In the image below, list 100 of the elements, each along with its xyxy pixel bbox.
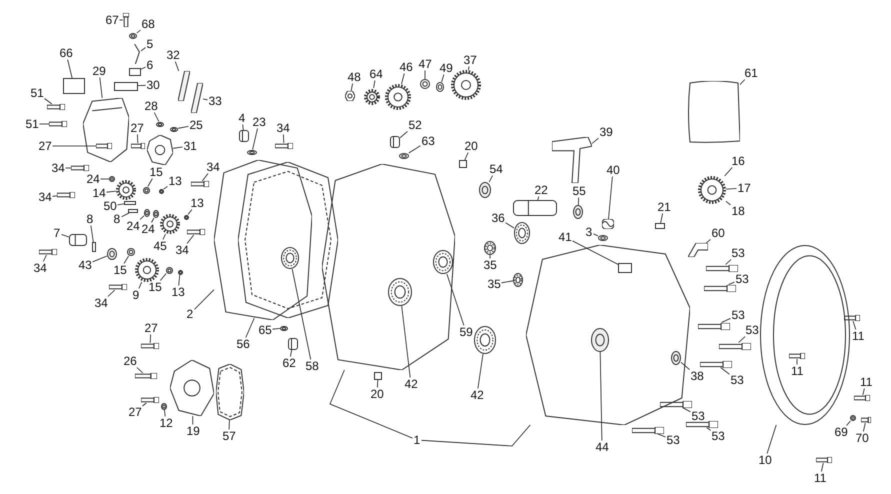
callout-number: 1 [412, 434, 422, 446]
pipe-drawing [133, 44, 141, 64]
gear-drawing [116, 180, 136, 200]
leader-line [373, 80, 376, 88]
seal-ring-drawing [107, 248, 117, 260]
lever-drawing [552, 137, 592, 183]
leader-line [468, 66, 470, 70]
bolt-drawing [71, 165, 89, 171]
callout-number: 69 [834, 426, 849, 438]
leader-line [600, 352, 602, 441]
callout-number: 56 [236, 338, 251, 350]
bearing-drawing [281, 247, 299, 269]
bearing-drawing [388, 278, 412, 306]
washer-drawing [144, 209, 150, 217]
leader-line [725, 259, 732, 265]
callout-number: 53 [666, 434, 681, 446]
bolt-drawing [191, 181, 209, 187]
leader-line [61, 234, 70, 238]
pump-drawing [170, 360, 214, 416]
leader-line [242, 124, 244, 130]
callout-number: 54 [488, 162, 504, 176]
leader-line [478, 354, 484, 389]
leader-line [720, 367, 730, 375]
callout-number: 30 [146, 78, 161, 92]
callout-number: 31 [182, 140, 198, 152]
leader-line [163, 186, 168, 190]
callout-number: 37 [462, 54, 478, 66]
bolt-drawing [686, 420, 718, 428]
leader-line [441, 74, 444, 82]
plug-drawing [288, 338, 298, 350]
leader-line [329, 370, 413, 438]
gasket-drawing [238, 162, 338, 318]
leader-line [846, 420, 851, 426]
callout-number: 13 [168, 174, 183, 188]
leader-line [290, 350, 292, 357]
bolt-drawing [187, 229, 205, 235]
leader-line [283, 134, 284, 144]
seal-ring-drawing [591, 328, 609, 352]
bolt-drawing [49, 121, 67, 127]
cover-drawing [83, 98, 129, 162]
hose-drawing [178, 71, 190, 101]
callout-number: 15 [112, 264, 128, 276]
leader-line [52, 196, 58, 197]
washer-drawing [850, 415, 856, 421]
leader-line [121, 212, 130, 218]
bolt-drawing [861, 417, 871, 423]
callout-number: 55 [572, 184, 587, 198]
callout-number: 34 [38, 190, 53, 204]
callout-number: 25 [188, 118, 204, 132]
washer-drawing [170, 126, 178, 132]
callout-number: 38 [690, 370, 705, 382]
bolt-drawing [275, 143, 293, 149]
callout-number: 5 [146, 38, 154, 50]
bolt-drawing [854, 395, 870, 401]
seal-ring-drawing [479, 182, 491, 198]
leader-line [164, 409, 166, 417]
leader-line [202, 173, 208, 182]
callout-number: 51 [30, 86, 45, 100]
leader-line [188, 209, 192, 215]
leader-line [172, 146, 183, 149]
leader-line [572, 240, 618, 265]
callout-number: 15 [148, 166, 164, 178]
callout-number: 49 [438, 62, 454, 74]
callout-number: 42 [470, 388, 485, 402]
bolt-drawing [700, 360, 732, 368]
bearing-drawing [513, 273, 523, 287]
leader-line [100, 178, 110, 180]
callout-number: 47 [418, 58, 433, 70]
callout-number: 35 [482, 258, 498, 272]
bracket-drawing [688, 243, 708, 257]
leader-line [151, 218, 154, 223]
bolt-drawing [660, 400, 692, 408]
callout-number: 21 [656, 200, 672, 214]
leader-line [578, 197, 580, 206]
callout-number: 59 [458, 326, 474, 338]
callout-number: 24 [140, 222, 156, 236]
callout-number: 45 [152, 240, 168, 252]
bearing-drawing [484, 241, 496, 255]
callout-number: 33 [208, 94, 223, 108]
leader-line [608, 176, 613, 220]
callout-number: 53 [710, 430, 726, 442]
bearing-drawing [474, 326, 496, 354]
bolt-drawing [789, 353, 805, 359]
callout-number: 11 [859, 376, 874, 388]
callout-number: 52 [408, 118, 423, 132]
leader-line [740, 79, 746, 85]
leader-line [721, 318, 731, 323]
callout-number: 27 [38, 140, 53, 152]
bolt-drawing [131, 143, 145, 149]
gear-drawing [698, 176, 726, 204]
callout-number: 53 [730, 308, 746, 322]
bolt-drawing [47, 104, 65, 110]
washer-drawing [166, 266, 172, 274]
washer-drawing [184, 214, 188, 220]
gear-drawing [364, 88, 380, 106]
leader-line [160, 273, 166, 281]
leader-line [194, 289, 214, 310]
callout-number: 27 [144, 322, 159, 334]
leader-line [656, 433, 666, 438]
hose-drawing [191, 83, 203, 113]
